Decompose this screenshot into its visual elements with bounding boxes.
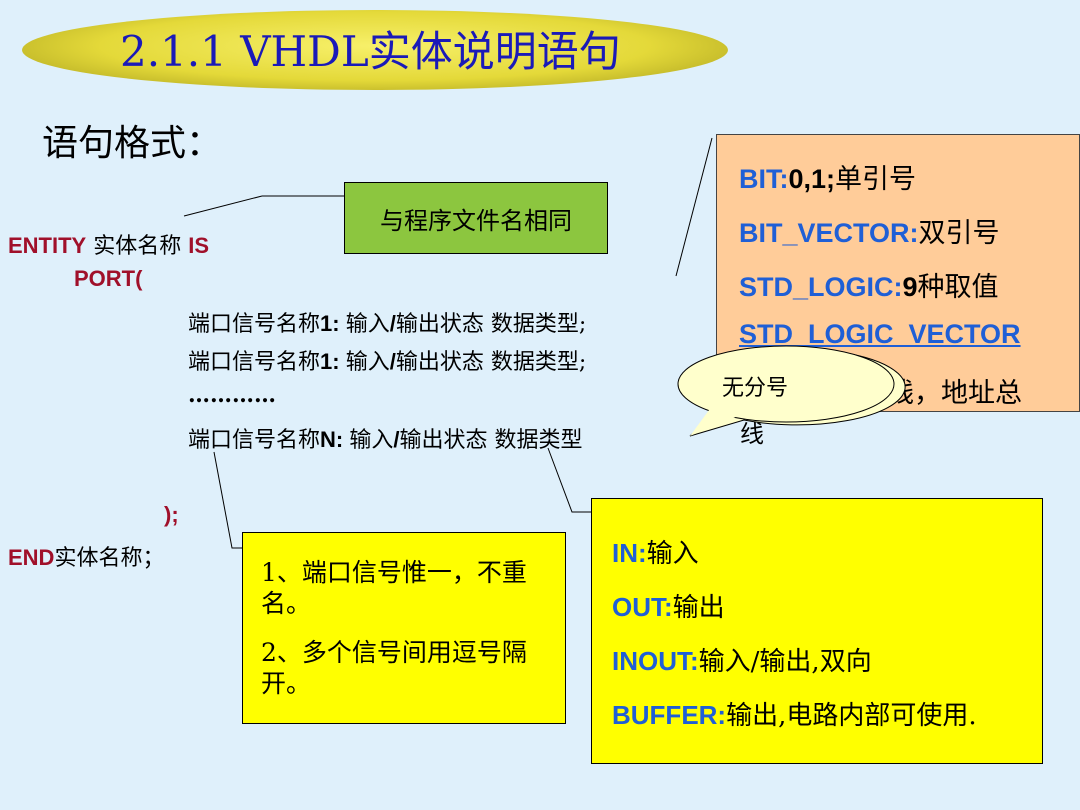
port-line-2-slash: / <box>389 349 396 374</box>
rule-2: 2、多个信号间用逗号隔开。 <box>261 638 527 698</box>
port-line-2-mid: 输入 <box>345 350 390 375</box>
port-line-1-mid: 输入 <box>345 312 390 337</box>
ellipsis: ………… <box>188 382 276 408</box>
title-banner <box>22 10 728 90</box>
rule-1: 1、端口信号惟一，不重名。 <box>261 558 527 618</box>
entity-keyword: ENTITY <box>8 233 87 258</box>
slide-title: 2.1.1 VHDL实体说明语句 <box>120 27 621 76</box>
end-keyword: END <box>8 545 55 570</box>
port-line-1-slash: / <box>389 311 396 336</box>
port-modes-callout: IN:输入 OUT:输出 INOUT:输入/输出,双向 BUFFER:输出,电路… <box>591 498 1043 764</box>
close-paren: ); <box>164 502 179 527</box>
overflow-char: 线 <box>740 420 764 448</box>
mode-inout: INOUT:输入/输出,双向 <box>612 646 872 677</box>
same-filename-callout: 与程序文件名相同 <box>344 182 608 254</box>
end-line: END实体名称； <box>8 540 164 572</box>
type-std-logic: STD_LOGIC:9种取值 <box>739 272 999 303</box>
mode-buffer: BUFFER:输出,电路内部可使用. <box>612 700 977 731</box>
port-line-n-slash: / <box>393 427 400 452</box>
port-line-2: 端口信号名称1: 输入/输出状态 数据类型; <box>188 344 586 376</box>
port-line-1-num: 1: <box>320 311 346 336</box>
port-line-n: 端口信号名称N: 输入/输出状态 数据类型 <box>188 422 582 454</box>
type-bus-note: 线，地址总 <box>887 378 1022 409</box>
type-bit: BIT:0,1;单引号 <box>739 164 917 195</box>
port-line-1: 端口信号名称1: 输入/输出状态 数据类型; <box>188 306 586 338</box>
port-line-2-name: 端口信号名称 <box>188 350 321 375</box>
type-bit-vector: BIT_VECTOR:双引号 <box>739 218 1000 249</box>
port-line-n-rest: 输出状态 数据类型 <box>399 428 583 453</box>
mode-out: OUT:输出 <box>612 592 725 623</box>
port-line-n-name: 端口信号名称 <box>188 428 321 453</box>
port-line-1-rest: 输出状态 数据类型; <box>395 312 587 337</box>
port-line-n-mid: 输入 <box>349 428 394 453</box>
mode-in: IN:输入 <box>612 538 699 569</box>
end-name: 实体名称； <box>54 546 165 571</box>
port-rules-callout: 1、端口信号惟一，不重名。 2、多个信号间用逗号隔开。 <box>242 532 566 724</box>
entity-line: ENTITY 实体名称 IS <box>8 228 209 260</box>
no-semicolon-label: 无分号 <box>722 376 789 401</box>
port-line-2-num: 1: <box>320 349 346 374</box>
port-line-2-rest: 输出状态 数据类型; <box>395 350 587 375</box>
is-keyword: IS <box>188 233 210 258</box>
entity-name: 实体名称 <box>86 234 189 259</box>
type-std-logic-vector: STD_LOGIC_VECTOR <box>739 319 1021 349</box>
subtitle: 语句格式： <box>42 123 223 164</box>
port-line-n-num: N: <box>320 427 350 452</box>
port-keyword: PORT( <box>74 266 143 291</box>
port-line-1-name: 端口信号名称 <box>188 312 321 337</box>
